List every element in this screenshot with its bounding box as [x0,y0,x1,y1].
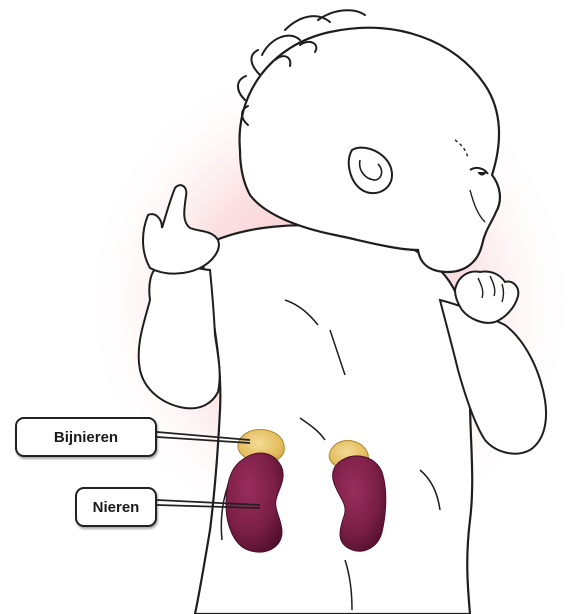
left-arm [139,263,220,408]
label-adrenal-glands: Bijnieren [15,417,157,457]
label-kidneys: Nieren [75,487,157,527]
torso [195,225,472,614]
kidney-left [226,453,283,552]
